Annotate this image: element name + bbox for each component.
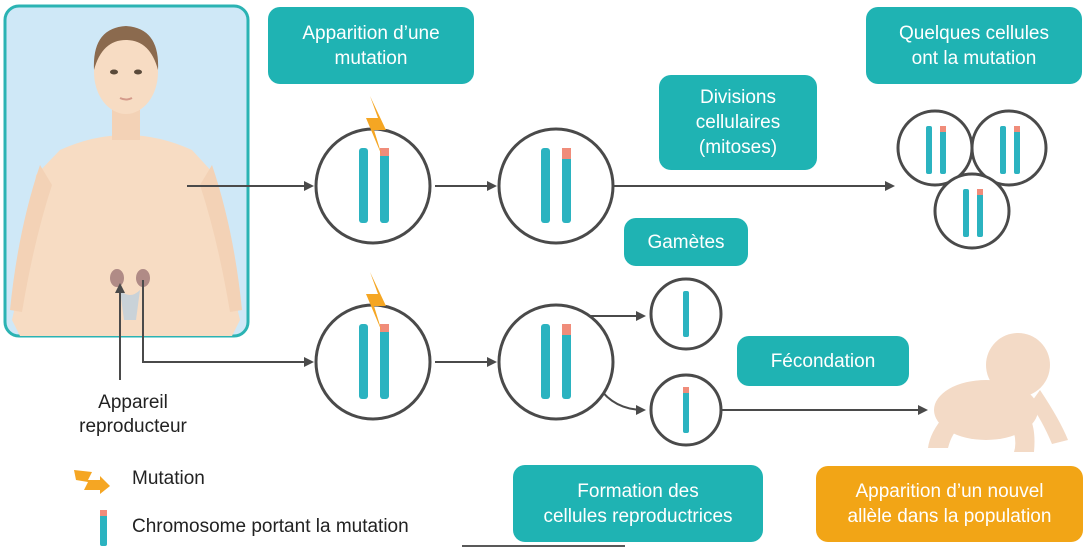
cell-after-mutation-bottom [497, 303, 615, 421]
bolt-icon-top [366, 96, 386, 156]
legend-chromosome-label: Chromosome portant la mutation [132, 516, 409, 537]
some-cells-box: Quelques cellules ont la mutation [866, 7, 1082, 84]
gametes-box: Gamètes [624, 218, 748, 266]
cell-after-mutation-top [497, 127, 615, 245]
bolt-icon-bottom [366, 272, 386, 332]
mitosis-cell-2 [970, 109, 1048, 187]
arrows [115, 181, 928, 415]
gamete-cell-mutated [649, 373, 723, 447]
divisions-box: Divisions cellulaires (mitoses) [659, 75, 817, 170]
gamete-cell-normal [649, 277, 723, 351]
mitosis-cell-3 [933, 172, 1011, 250]
fecondation-box: Fécondation [737, 336, 909, 386]
new-allele-box: Apparition d’un nouvel allèle dans la po… [816, 466, 1083, 542]
cell-mutation-bottom [314, 303, 432, 421]
person-panel [3, 4, 250, 338]
baby-illustration [928, 333, 1068, 452]
mutation-appearance-box: Apparition d’une mutation [268, 7, 474, 84]
legend-chromosome-icon [100, 510, 107, 546]
legend-bolt-icon [74, 470, 110, 494]
woman-illustration [10, 26, 242, 336]
formation-box: Formation des cellules reproductrices [513, 465, 763, 542]
cell-mutation-top [314, 127, 432, 245]
reproductive-system-label: Appareil reproducteur [79, 392, 187, 437]
legend-mutation-label: Mutation [132, 468, 205, 489]
mitosis-cell-1 [896, 109, 974, 187]
